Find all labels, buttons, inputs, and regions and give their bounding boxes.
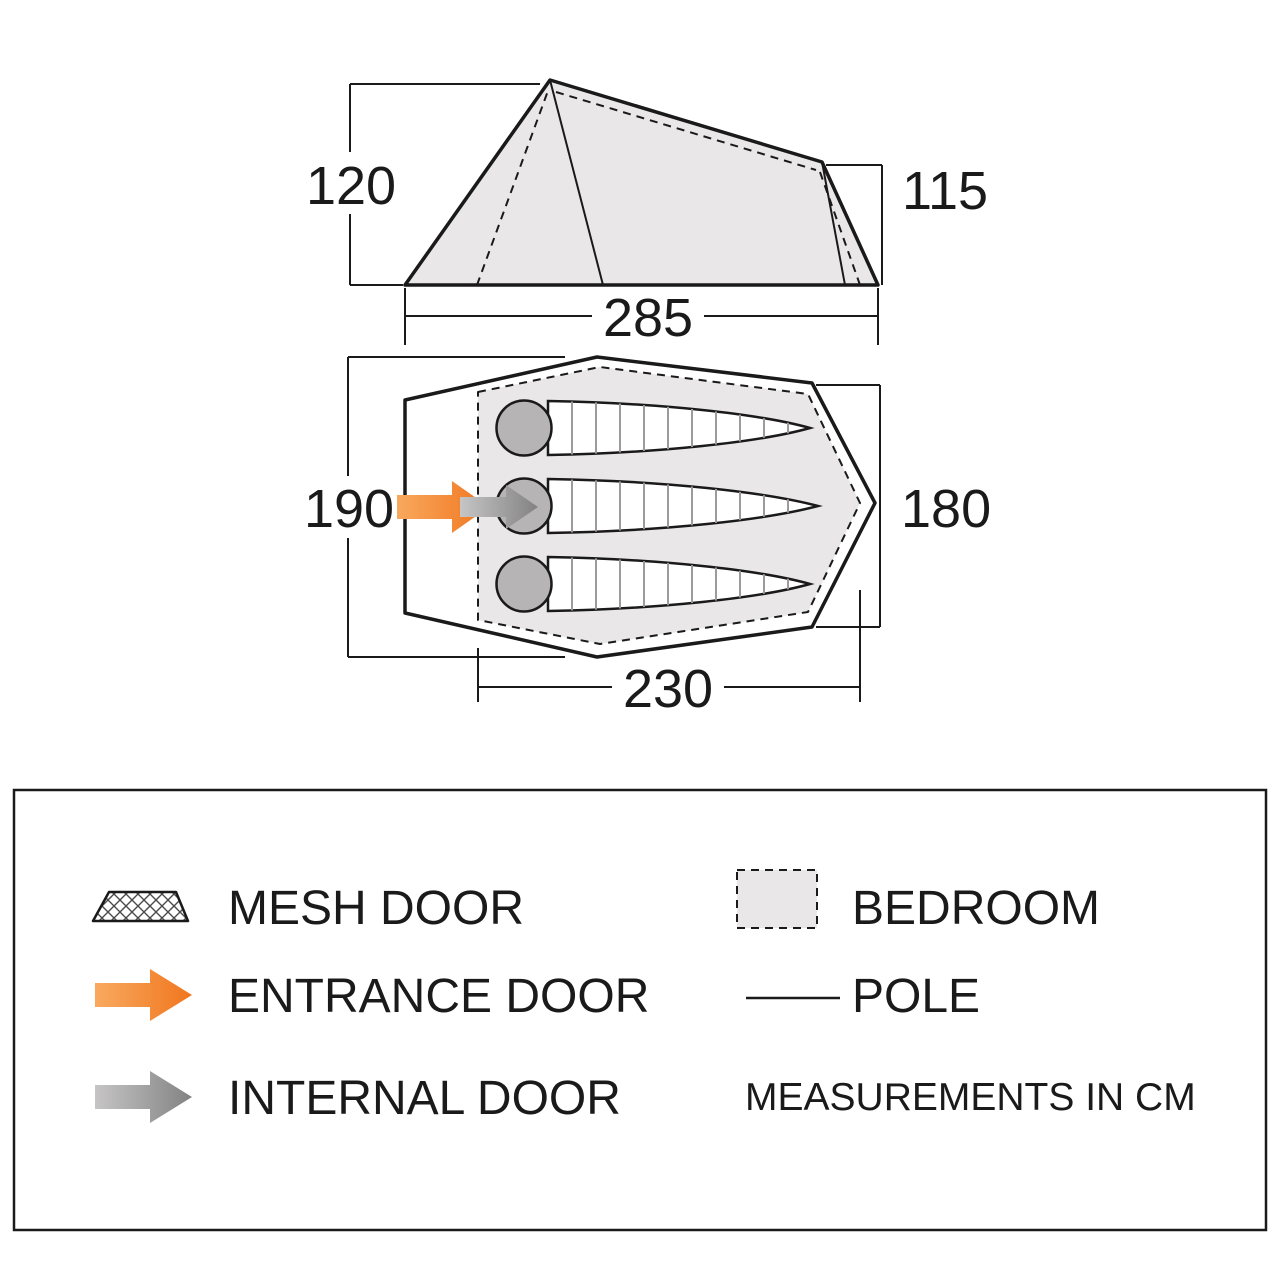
internal-door-label: INTERNAL DOOR <box>228 1072 621 1125</box>
entrance-door-arrow-icon <box>395 481 489 533</box>
legend-item-pole: POLE <box>746 970 980 1023</box>
legend-item-mesh-door: MESH DOOR <box>91 882 524 935</box>
legend-box <box>12 788 1268 1232</box>
mesh-door-label: MESH DOOR <box>228 882 524 935</box>
dimension-height-left: 120 <box>303 83 540 286</box>
dimension-height-right: 115 <box>826 161 988 285</box>
dimension-plan-length: 190 <box>301 356 565 658</box>
legend-item-bedroom: BEDROOM <box>736 869 1100 935</box>
dimension-bedroom-width: 230 <box>477 590 861 719</box>
sleeping-bag-stripes <box>571 401 789 455</box>
dim-label-180: 180 <box>901 479 991 539</box>
sleeping-bag <box>495 555 815 613</box>
dim-label-190: 190 <box>304 479 394 539</box>
dim-label-120: 120 <box>306 156 396 216</box>
sleeping-bag-stripes <box>571 557 789 611</box>
dimension-base-width: 285 <box>404 288 879 348</box>
sleeping-bag-stripes <box>571 479 789 533</box>
legend-item-internal-door: INTERNAL DOOR <box>95 1071 621 1125</box>
measurements-note: MEASUREMENTS IN CM <box>745 1076 1196 1119</box>
tent-side-outline <box>403 78 880 287</box>
dim-label-230: 230 <box>623 659 713 719</box>
pillow <box>495 555 553 613</box>
floor-plan: 190 180 230 <box>301 355 991 719</box>
bedroom-icon <box>736 869 818 929</box>
internal-door-icon <box>95 1071 192 1123</box>
tent-front-pole-line <box>549 79 604 286</box>
inner-tent-dashed-side <box>476 87 861 286</box>
legend: MESH DOOR BEDROOM ENTRANCE DOOR POLE INT… <box>12 788 1268 1232</box>
dim-label-285: 285 <box>603 288 693 348</box>
side-view: 120 115 285 <box>303 78 988 348</box>
pole-label: POLE <box>852 970 980 1023</box>
entrance-door-label: ENTRANCE DOOR <box>228 970 649 1023</box>
sleeping-bag <box>495 399 815 457</box>
legend-item-entrance-door: ENTRANCE DOOR <box>95 969 649 1023</box>
mesh-door-icon <box>91 890 190 923</box>
pillow <box>495 399 553 457</box>
entrance-door-icon <box>95 969 192 1021</box>
internal-door-arrow-icon <box>460 485 538 529</box>
bedroom-label: BEDROOM <box>852 882 1100 935</box>
dimension-plan-width: 180 <box>816 384 991 628</box>
tent-rear-pole-line <box>821 161 846 286</box>
dim-label-115: 115 <box>902 161 988 221</box>
